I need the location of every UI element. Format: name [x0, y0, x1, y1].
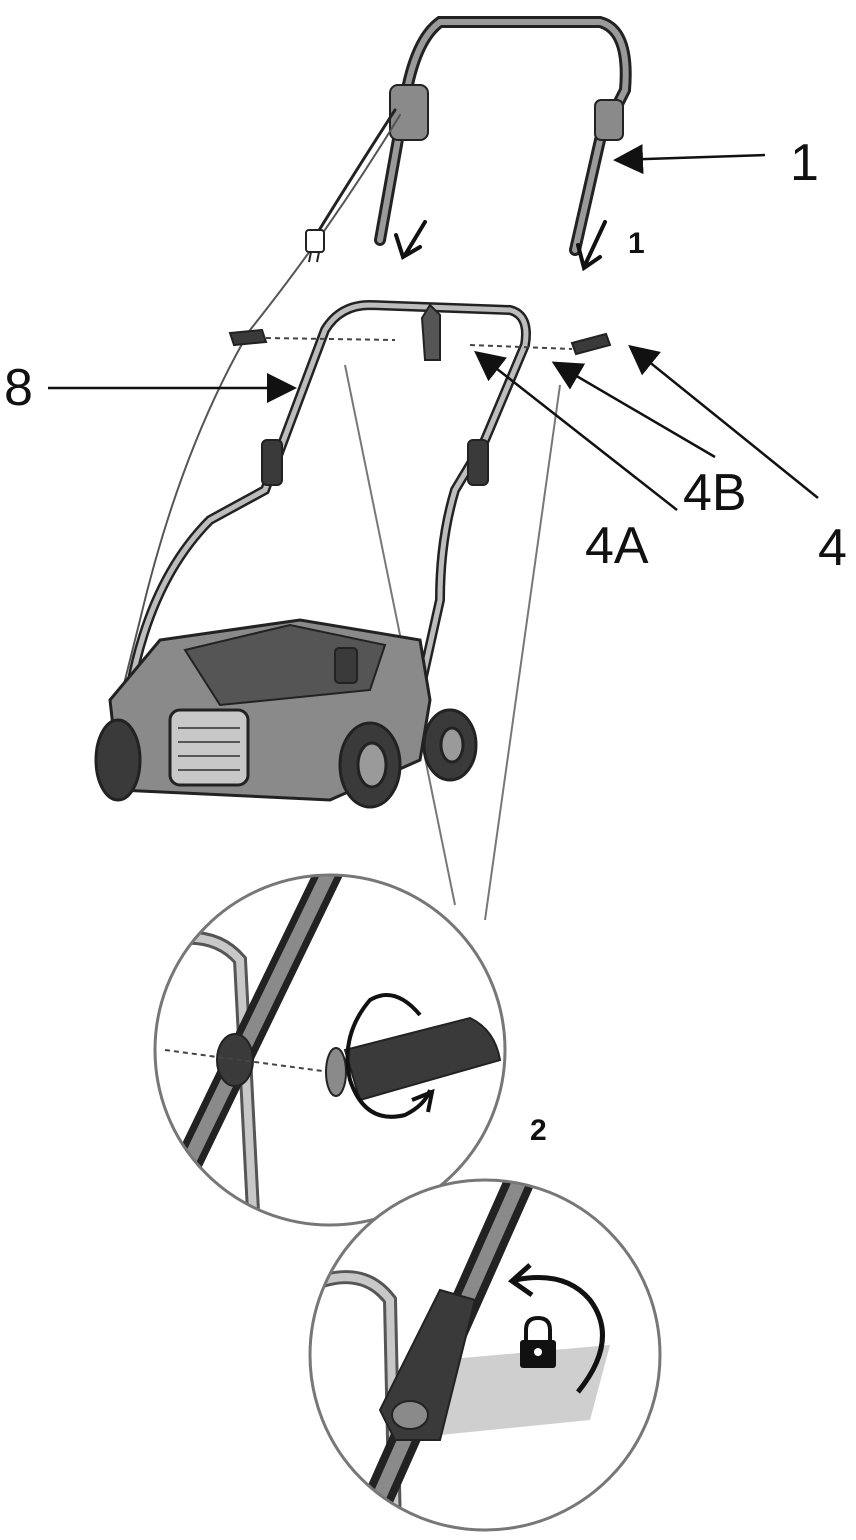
lock-arrow-icon — [507, 1263, 605, 1394]
fastener-left — [228, 328, 396, 347]
callout-1: 1 — [790, 134, 819, 192]
callout-4b: 4B — [683, 464, 747, 522]
down-arrow-icon — [394, 220, 607, 272]
lock-icon — [520, 1315, 556, 1368]
rotate-arrow-icon — [345, 993, 435, 1119]
detail-circle-lock — [308, 1178, 662, 1532]
zoom-guide-lines — [344, 364, 561, 921]
upper-handle — [119, 16, 632, 701]
plug-icon — [305, 229, 325, 263]
callout-8: 8 — [4, 359, 33, 417]
fastener-right — [469, 332, 612, 356]
callout-arrows — [48, 144, 819, 511]
callout-4a: 4A — [585, 517, 649, 575]
wheels — [94, 708, 478, 809]
step-1-label: 1 — [628, 227, 645, 260]
step-2-label: 2 — [530, 1114, 547, 1147]
callout-4: 4 — [818, 519, 847, 577]
lower-handle — [125, 299, 531, 695]
detail-circle-bolt — [153, 873, 507, 1227]
